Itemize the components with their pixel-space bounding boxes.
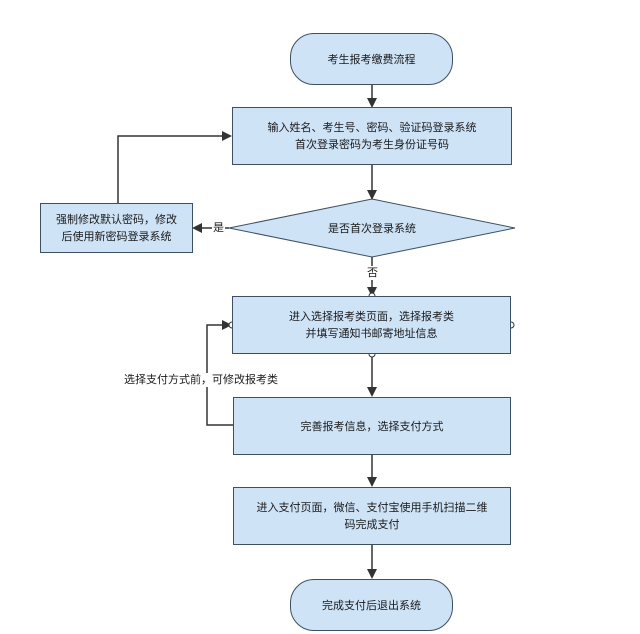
node-end: 完成支付后退出系统 — [290, 579, 453, 631]
node-select-category-line-1: 进入选择报考类页面，选择报考类 — [289, 310, 454, 323]
node-login-line-1: 输入姓名、考生号、密码、验证码登录系统 — [267, 121, 477, 134]
node-complete-info: 完善报考信息，选择支付方式 — [233, 397, 511, 455]
node-first-login-line-1: 是否首次登录系统 — [328, 221, 416, 235]
node-change-password-line-1: 强制修改默认密码，修改 — [56, 213, 177, 226]
node-complete-info-line-1: 完善报考信息，选择支付方式 — [300, 419, 444, 433]
node-payment: 进入支付页面，微信、支付宝使用手机扫描二维 码完成支付 — [233, 487, 511, 545]
node-first-login: 是否首次登录系统 — [282, 214, 462, 242]
node-change-password-line-2: 后使用新密码登录系统 — [61, 230, 172, 243]
node-start-line-1: 考生报考缴费流程 — [327, 52, 416, 66]
node-change-password: 强制修改默认密码，修改 后使用新密码登录系统 — [40, 203, 193, 253]
node-end-line-1: 完成支付后退出系统 — [322, 598, 421, 612]
edge-label-loop: 选择支付方式前，可修改报考类 — [122, 373, 280, 387]
node-payment-line-2: 码完成支付 — [344, 518, 400, 531]
node-login-line-2: 首次登录密码为考生身份证号码 — [295, 138, 449, 151]
edge-changepwd-login — [117, 131, 232, 203]
node-select-category: 进入选择报考类页面，选择报考类 并填写通知书邮寄地址信息 — [232, 296, 511, 354]
edge-label-yes: 是 — [212, 221, 225, 235]
node-select-category-line-2: 并填写通知书邮寄地址信息 — [305, 327, 438, 340]
node-start: 考生报考缴费流程 — [290, 33, 453, 85]
edge-label-no: 否 — [366, 266, 379, 280]
node-login: 输入姓名、考生号、密码、验证码登录系统 首次登录密码为考生身份证号码 — [232, 107, 512, 165]
node-payment-line-1: 进入支付页面，微信、支付宝使用手机扫描二维 — [256, 501, 488, 514]
